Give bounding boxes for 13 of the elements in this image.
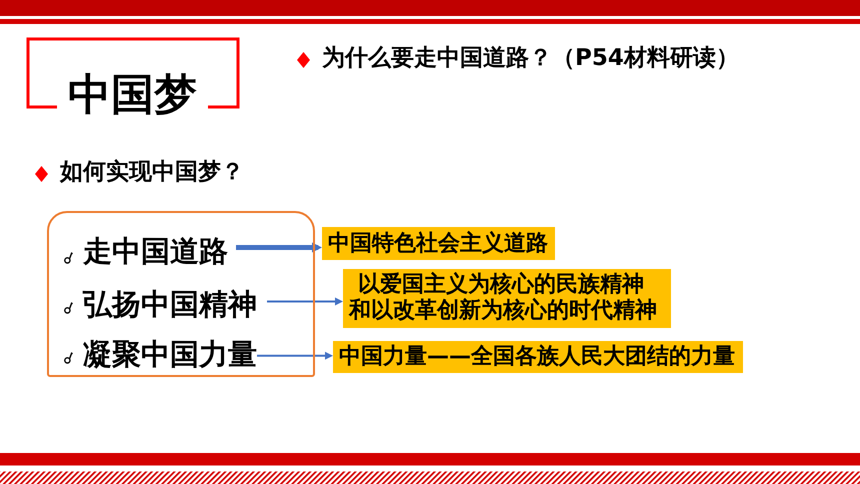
highlight-box: 以爱国主义为核心的民族精神和以改革创新为核心的时代精神 [343,269,672,328]
question-text: 如何实现中国梦？ [60,159,244,187]
highlight-box: 中国力量——全国各族人民大团结的力量 [333,341,743,373]
question-text: 为什么要走中国道路？（P54材料研读） [322,45,739,73]
title-text: 中国梦 [68,70,197,122]
list-item-text: 走中国道路 [83,234,236,269]
highlight-box: 中国特色社会主义道路 [322,227,555,260]
arrow [236,242,322,252]
list-item-text: 凝聚中国力量 [83,337,257,372]
arrow [257,352,333,360]
arrow [267,297,343,306]
list-item-text: 弘扬中国精神 [83,287,267,322]
rounded-frame [47,211,315,377]
